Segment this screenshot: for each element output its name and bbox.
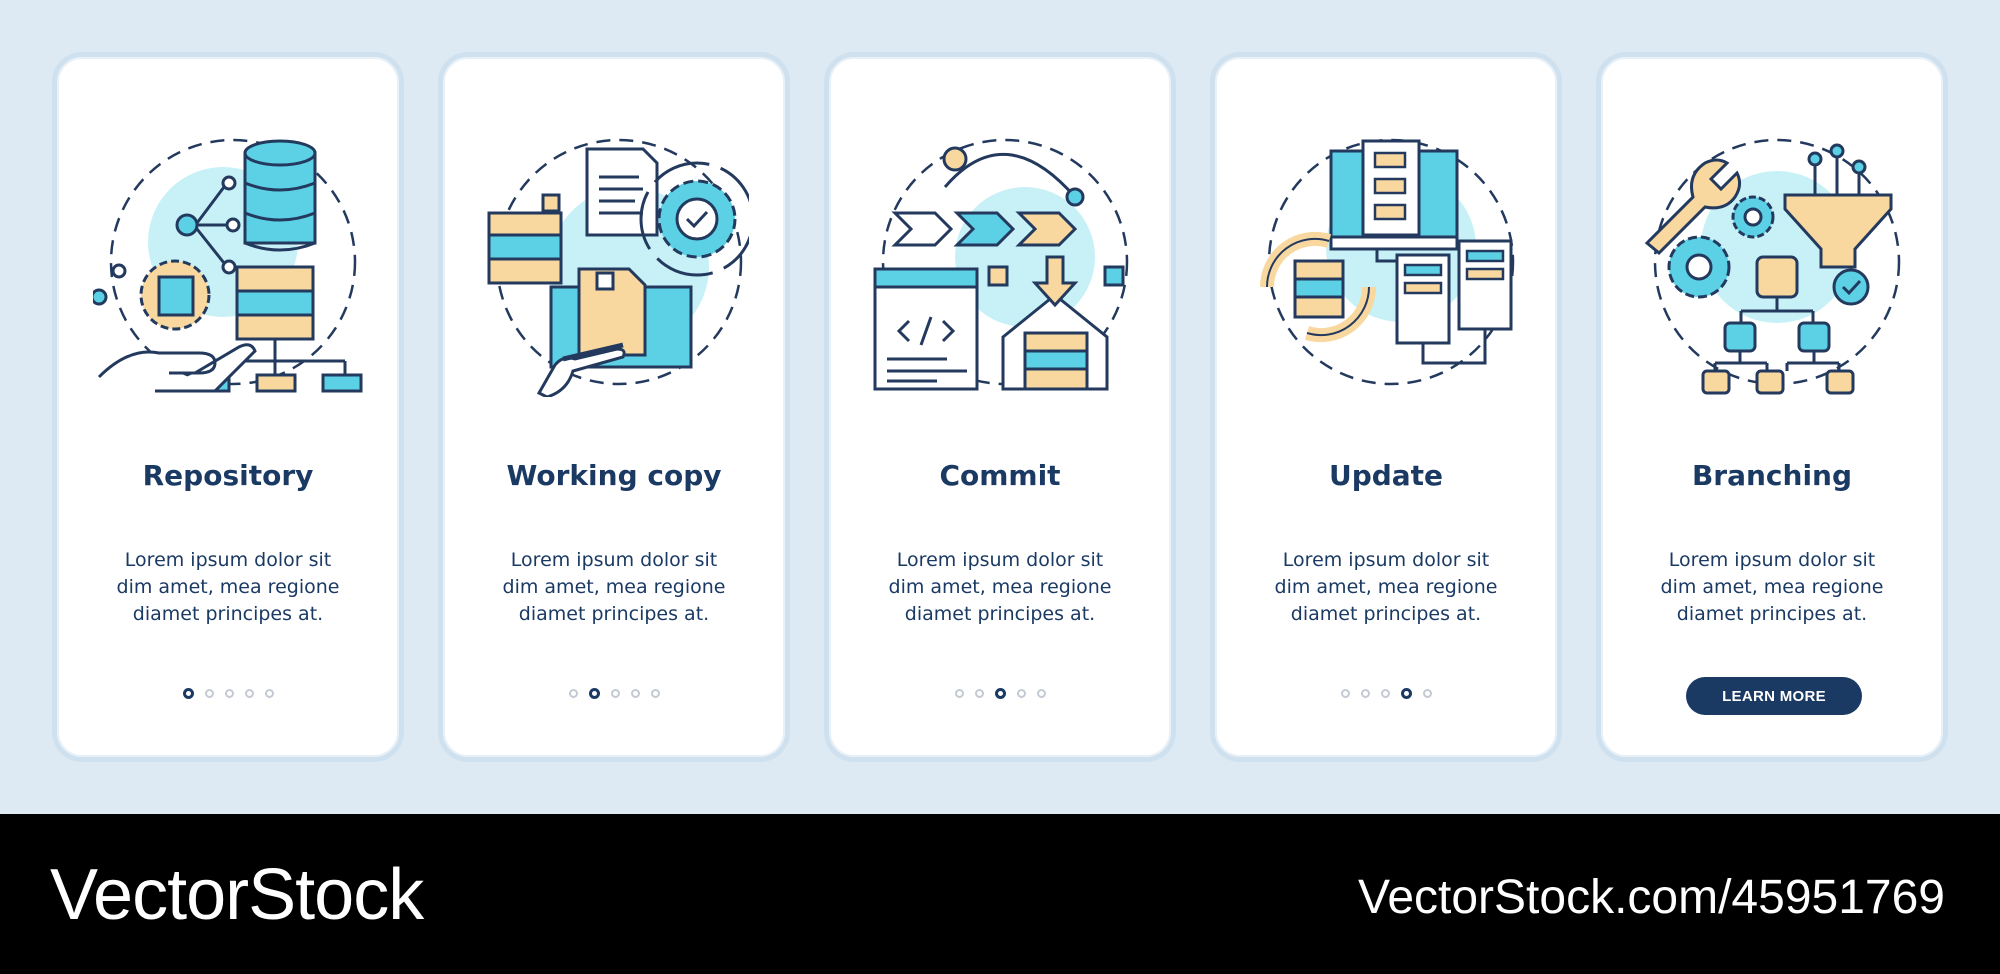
pagination-dots xyxy=(829,688,1171,699)
page-dot-4[interactable] xyxy=(244,689,254,698)
card-description: Lorem ipsum dolor sit dim amet, mea regi… xyxy=(1660,549,1884,625)
card-working-copy: Working copy Lorem ipsum dolor sit dim a… xyxy=(438,52,790,762)
page-dot-5[interactable] xyxy=(1422,689,1432,698)
brand-url: VectorStock.com/45951769 xyxy=(1357,871,1945,924)
page-dot-2[interactable] xyxy=(1360,689,1370,698)
card-description: Lorem ipsum dolor sit dim amet, mea regi… xyxy=(502,549,726,625)
page-dot-4[interactable] xyxy=(630,689,640,698)
learn-more-button[interactable]: LEARN MORE xyxy=(1686,677,1862,715)
card-branching: Branching Lorem ipsum dolor sit dim amet… xyxy=(1596,52,1948,762)
card-title: Update xyxy=(1328,459,1444,492)
page-dot-2[interactable] xyxy=(204,689,214,698)
card-description: Lorem ipsum dolor sit dim amet, mea regi… xyxy=(888,549,1112,625)
onboarding-screens: Repository Lorem ipsum dolor sit dim ame… xyxy=(52,52,1948,762)
card-update: Update Lorem ipsum dolor sit dim amet, m… xyxy=(1210,52,1562,762)
page-dot-3[interactable] xyxy=(994,688,1006,699)
page-dot-2[interactable] xyxy=(974,689,984,698)
card-title: Branching xyxy=(1691,459,1853,492)
page-dot-5[interactable] xyxy=(650,689,660,698)
page-dot-3[interactable] xyxy=(1380,689,1390,698)
card-description: Lorem ipsum dolor sit dim amet, mea regi… xyxy=(116,549,340,625)
brand-logo: VectorStock xyxy=(50,855,424,935)
pagination-dots xyxy=(1215,688,1557,699)
page-dot-1[interactable] xyxy=(1340,689,1350,698)
page-dot-3[interactable] xyxy=(610,689,620,698)
pagination-dots xyxy=(443,688,785,699)
card-commit: Commit Lorem ipsum dolor sit dim amet, m… xyxy=(824,52,1176,762)
page-dot-4[interactable] xyxy=(1400,688,1412,699)
watermark-footer: VectorStock VectorStock.com/45951769 xyxy=(0,814,2000,974)
commit-illustration xyxy=(873,138,1129,391)
page-dot-1[interactable] xyxy=(954,689,964,698)
card-repository: Repository Lorem ipsum dolor sit dim ame… xyxy=(52,52,404,762)
page-dot-4[interactable] xyxy=(1016,689,1026,698)
page-dot-3[interactable] xyxy=(224,689,234,698)
page-dot-1[interactable] xyxy=(182,688,194,699)
card-title: Commit xyxy=(939,459,1061,492)
card-description: Lorem ipsum dolor sit dim amet, mea regi… xyxy=(1274,549,1498,625)
card-title: Repository xyxy=(142,459,314,492)
page-dot-1[interactable] xyxy=(568,689,578,698)
page-dot-5[interactable] xyxy=(1036,689,1046,698)
pagination-dots xyxy=(57,688,399,699)
card-title: Working copy xyxy=(506,459,722,492)
page-dot-2[interactable] xyxy=(588,688,600,699)
working-copy-illustration xyxy=(487,138,749,397)
branching-illustration xyxy=(1644,138,1901,395)
repository-illustration xyxy=(93,138,363,393)
update-illustration xyxy=(1259,138,1515,386)
page-dot-5[interactable] xyxy=(264,689,274,698)
